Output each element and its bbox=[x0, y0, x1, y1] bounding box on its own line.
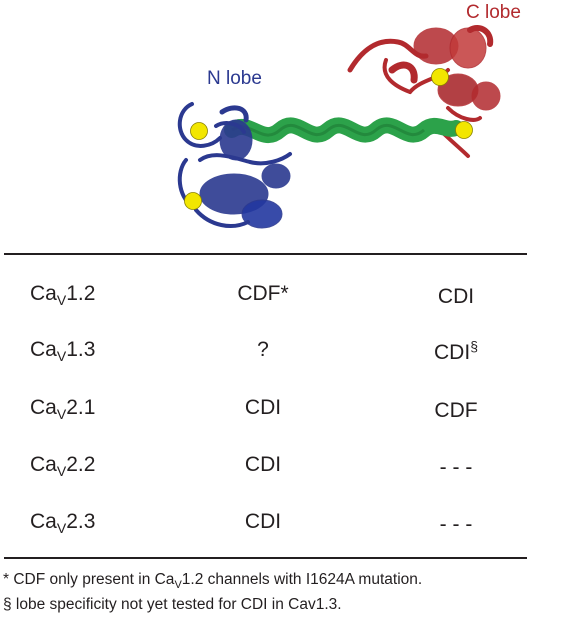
table-row: CaV2.3 CDI - - - bbox=[0, 510, 568, 544]
table-top-rule bbox=[4, 253, 527, 255]
footnote-section: § lobe specificity not yet tested for CD… bbox=[3, 596, 342, 613]
calcium-ion-n1 bbox=[190, 122, 208, 140]
calcium-ion-c1 bbox=[431, 68, 449, 86]
footnote-asterisk: * CDF only present in CaV1.2 channels wi… bbox=[3, 571, 423, 591]
calmodulin-ribbon-diagram bbox=[177, 24, 501, 229]
footnotes: * CDF only present in CaV1.2 channels wi… bbox=[3, 570, 422, 615]
c-lobe-effect: - - - bbox=[439, 513, 473, 536]
c-lobe-effect: CDI§ bbox=[434, 338, 478, 364]
c-lobe-effect: CDF bbox=[434, 399, 478, 422]
c-lobe-label: C lobe bbox=[466, 2, 521, 23]
table-row: CaV2.2 CDI - - - bbox=[0, 453, 568, 487]
channel-name: CaV2.2 bbox=[30, 453, 96, 479]
calmodulin-structure-figure: N lobe C lobe bbox=[0, 0, 568, 245]
table-row: CaV1.2 CDF* CDI bbox=[0, 282, 568, 316]
n-lobe-effect: CDI bbox=[244, 396, 282, 419]
c-lobe-effect: CDI bbox=[437, 285, 475, 308]
n-lobe-label: N lobe bbox=[207, 68, 262, 89]
calcium-ion-c2 bbox=[455, 121, 473, 139]
table-row: CaV1.3 ? CDI§ bbox=[0, 338, 568, 372]
n-lobe-effect: ? bbox=[257, 338, 269, 361]
channel-name: CaV2.1 bbox=[30, 396, 96, 422]
channel-name: CaV1.3 bbox=[30, 338, 96, 364]
channel-name: CaV1.2 bbox=[30, 282, 96, 308]
c-lobe-effect: - - - bbox=[439, 456, 473, 479]
central-linker-helix bbox=[224, 117, 464, 144]
n-lobe-structure bbox=[177, 102, 292, 229]
channel-name: CaV2.3 bbox=[30, 510, 96, 536]
table-bottom-rule bbox=[4, 557, 527, 559]
calcium-ion-n2 bbox=[184, 192, 202, 210]
n-lobe-effect: CDI bbox=[244, 510, 282, 533]
n-lobe-effect: CDF* bbox=[237, 282, 289, 305]
n-lobe-effect: CDI bbox=[244, 453, 282, 476]
calcium-ions bbox=[184, 68, 473, 210]
table-row: CaV2.1 CDI CDF bbox=[0, 396, 568, 430]
